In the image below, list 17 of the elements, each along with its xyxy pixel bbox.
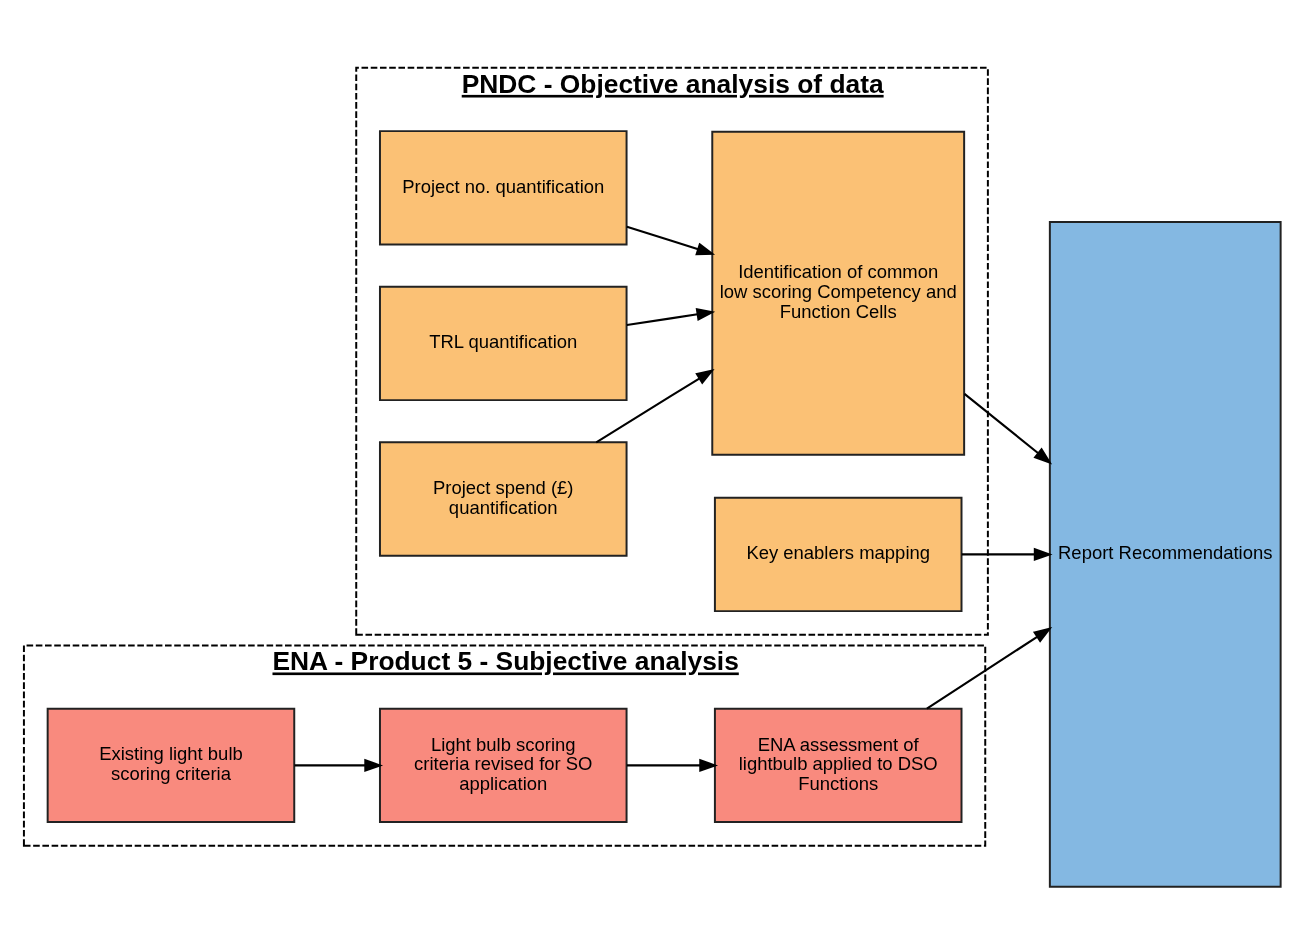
arrow — [961, 547, 1053, 561]
node-box: Report Recommendations — [1048, 220, 1282, 888]
node-box: TRL quantification — [379, 285, 628, 401]
node-box: Project no. quantification — [379, 129, 628, 245]
arrow — [626, 225, 716, 255]
arrow — [963, 392, 1053, 464]
arrow — [626, 307, 716, 326]
node-box: Existing light bulb scoring criteria — [46, 707, 296, 823]
node-box: Project spend (£) quantification — [379, 440, 628, 557]
node-box: Identification of common low scoring Competency and Function Cells — [711, 130, 966, 456]
arrow — [294, 758, 384, 772]
arrow — [926, 626, 1053, 709]
node-box: Key enablers mapping — [713, 496, 963, 612]
arrow — [626, 758, 718, 772]
arrow — [595, 368, 715, 443]
node-box: Light bulb scoring criteria revised for SO application — [379, 707, 628, 823]
node-box: ENA assessment of lightbulb applied to DSO Functions — [713, 707, 963, 823]
